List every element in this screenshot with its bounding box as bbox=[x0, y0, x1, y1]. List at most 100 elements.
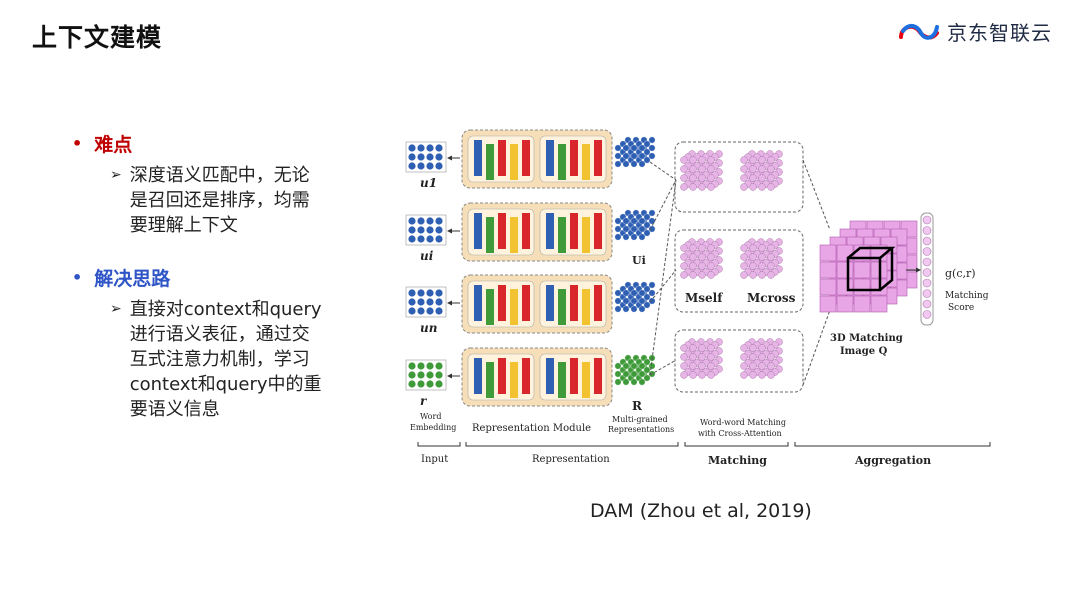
matching-dot bbox=[680, 371, 688, 379]
figure-caption: DAM (Zhou et al, 2019) bbox=[590, 500, 812, 522]
repr-dot bbox=[622, 305, 630, 313]
matching-dot bbox=[707, 174, 715, 182]
layer-bar bbox=[474, 358, 482, 394]
matching-dot bbox=[689, 353, 697, 361]
logo-text: 京东智联云 bbox=[947, 21, 1052, 45]
layer-bar bbox=[510, 217, 518, 253]
matching-dot bbox=[767, 244, 775, 252]
repr-dot bbox=[614, 289, 622, 297]
matching-dot bbox=[698, 183, 706, 191]
cube-highlight bbox=[846, 256, 882, 292]
embedding-dot bbox=[417, 380, 425, 388]
matching-dot bbox=[707, 362, 715, 370]
repr-dot bbox=[622, 297, 630, 305]
matching-dot bbox=[689, 271, 697, 279]
embedding-dot bbox=[408, 162, 416, 170]
matching-dot bbox=[680, 344, 688, 352]
matching-dot bbox=[758, 362, 766, 370]
score-dot bbox=[922, 215, 932, 225]
repr-dot bbox=[630, 297, 638, 305]
matching-dot bbox=[749, 344, 757, 352]
matching-dot bbox=[767, 353, 775, 361]
matching-dot bbox=[740, 174, 748, 182]
embedding-box bbox=[405, 359, 447, 391]
matching-dot bbox=[767, 165, 775, 173]
matching-dot bbox=[698, 262, 706, 270]
repr-dot bbox=[622, 370, 630, 378]
page-title: 上下文建模 bbox=[32, 23, 163, 52]
matching-dot bbox=[758, 156, 766, 164]
sub-text-line: 要语义信息 bbox=[129, 399, 220, 420]
repr-dot bbox=[648, 152, 656, 160]
embedding-dot bbox=[435, 380, 443, 388]
matching-dot bbox=[689, 362, 697, 370]
repr-dot bbox=[630, 225, 638, 233]
matching-dot bbox=[680, 253, 688, 261]
embedding-dot bbox=[417, 362, 425, 370]
matching-dot bbox=[740, 271, 748, 279]
bullet-label: 难点 bbox=[94, 134, 133, 156]
repr-dot bbox=[614, 305, 622, 313]
word-word-label: Word-word Matching bbox=[700, 418, 786, 427]
sub-text-line: 直接对context和query bbox=[129, 299, 322, 320]
embedding-dot bbox=[408, 235, 416, 243]
r-label: R bbox=[632, 399, 643, 413]
repr-dot bbox=[638, 225, 646, 233]
matching-dot bbox=[767, 183, 775, 191]
matching-dot bbox=[689, 244, 697, 252]
matching-image-label-2: Image Q bbox=[840, 346, 888, 357]
matching-dot bbox=[707, 156, 715, 164]
repr-dot bbox=[630, 305, 638, 313]
matching-dot bbox=[680, 165, 688, 173]
embedding-dot bbox=[417, 307, 425, 315]
input-label: ui bbox=[420, 249, 434, 263]
sub-text-line: 要理解上下文 bbox=[129, 215, 238, 236]
repr-dot bbox=[638, 217, 646, 225]
repr-dot bbox=[643, 213, 651, 221]
diagram-row: u1 bbox=[405, 129, 656, 190]
bullet-dot-icon: • bbox=[72, 134, 83, 153]
embedding-dot bbox=[435, 298, 443, 306]
repr-dot bbox=[643, 229, 651, 237]
representation-module-label: Representation Module bbox=[472, 423, 591, 434]
embedding-dot bbox=[426, 162, 434, 170]
layer-bar bbox=[522, 213, 530, 249]
layer-bar bbox=[570, 358, 578, 394]
embedding-dot bbox=[417, 217, 425, 225]
cube-cell bbox=[819, 295, 837, 313]
matching-cube bbox=[819, 220, 918, 313]
matching-dot bbox=[689, 262, 697, 270]
multi-grained-label: Multi-grained bbox=[612, 415, 668, 424]
matching-dot bbox=[698, 244, 706, 252]
layer-bar bbox=[558, 289, 566, 325]
repr-dot bbox=[643, 221, 651, 229]
matching-dot bbox=[707, 353, 715, 361]
layer-bar bbox=[522, 285, 530, 321]
score-dot bbox=[922, 289, 932, 298]
matching-dot bbox=[758, 174, 766, 182]
cube-cell bbox=[819, 261, 837, 279]
repr-dot bbox=[630, 152, 638, 160]
layer-bar bbox=[474, 285, 482, 321]
matching-dot bbox=[707, 253, 715, 261]
word-embedding-label-2: Embedding bbox=[410, 423, 456, 432]
repr-dot bbox=[614, 378, 622, 386]
matching-dot bbox=[689, 344, 697, 352]
matching-dot bbox=[749, 253, 757, 261]
matching-dot bbox=[680, 262, 688, 270]
embedding-dot bbox=[408, 153, 416, 161]
matching-dot bbox=[689, 253, 697, 261]
matching-dot bbox=[749, 244, 757, 252]
matching-dot bbox=[749, 362, 757, 370]
matching-dot bbox=[707, 183, 715, 191]
matching-dot bbox=[758, 165, 766, 173]
layer-bar bbox=[582, 144, 590, 180]
repr-dot bbox=[648, 144, 656, 152]
embedding-dot bbox=[426, 235, 434, 243]
score-dot bbox=[922, 236, 932, 246]
matching-dot bbox=[749, 156, 757, 164]
diagram-row: un bbox=[405, 274, 656, 335]
score-dot bbox=[922, 268, 932, 277]
embedding-dot bbox=[426, 144, 434, 152]
embedding-box bbox=[405, 286, 447, 318]
